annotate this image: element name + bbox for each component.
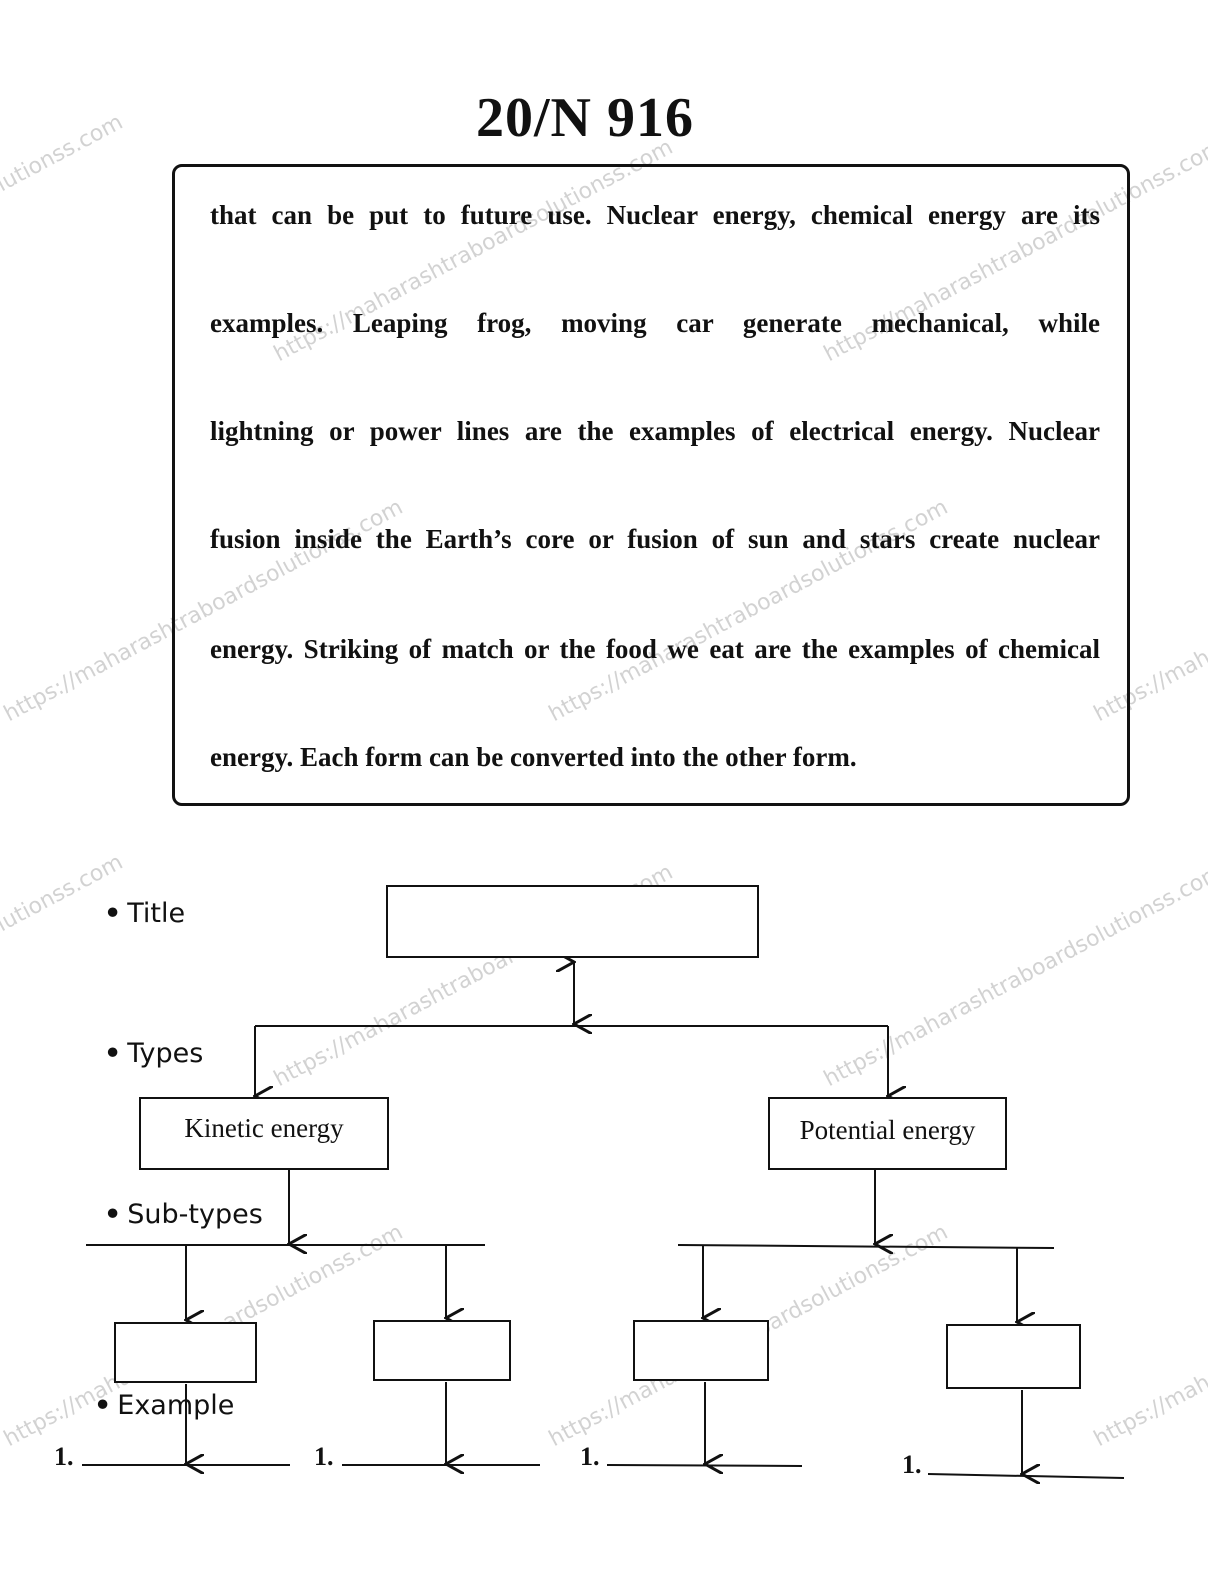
example-label-text: Example [117, 1390, 235, 1421]
kinetic-subtype-1-answer-box[interactable] [114, 1322, 257, 1383]
example-3-answer-line [606, 1464, 803, 1467]
bullet-icon: • [94, 1390, 112, 1421]
bullet-icon: • [104, 1038, 122, 1069]
passage-line: lightning or power lines are the example… [210, 416, 1100, 446]
potential-energy-box [768, 1097, 1007, 1170]
example-4-answer-line [927, 1473, 1125, 1479]
kinetic-energy-label: Kinetic energy [184, 1113, 344, 1143]
passage-line: energy. Each form can be converted into … [210, 742, 857, 772]
title-label: •Title [104, 898, 185, 929]
types-label: •Types [104, 1038, 203, 1069]
example-1-number: 1. [54, 1442, 74, 1471]
page-title: 20/N 916 [476, 87, 694, 149]
passage-box [172, 164, 1130, 806]
bullet-icon: • [104, 1199, 122, 1230]
subtypes-label-text: Sub-types [127, 1199, 263, 1230]
passage-line: energy. Striking of match or the food we… [210, 634, 1100, 664]
passage-line: that can be put to future use. Nuclear e… [210, 200, 1100, 230]
example-3-number: 1. [580, 1442, 600, 1471]
kinetic-energy-box [139, 1097, 389, 1170]
example-label: •Example [94, 1390, 234, 1421]
passage-line: fusion inside the Earth’s core or fusion… [210, 524, 1100, 554]
potential-subtype-1-answer-box[interactable] [633, 1320, 769, 1381]
subtypes-label: •Sub-types [104, 1199, 263, 1230]
bullet-icon: • [104, 898, 122, 929]
passage-line: examples. Leaping frog, moving car gener… [210, 308, 1100, 338]
potential-subtype-branch [677, 1244, 1055, 1249]
title-label-text: Title [127, 898, 186, 929]
types-label-text: Types [127, 1038, 204, 1069]
example-4-number: 1. [902, 1450, 922, 1479]
kinetic-subtype-2-answer-box[interactable] [373, 1320, 511, 1381]
potential-energy-label: Potential energy [799, 1115, 976, 1145]
example-2-number: 1. [314, 1442, 334, 1471]
potential-subtype-2-answer-box[interactable] [946, 1324, 1081, 1389]
title-answer-box[interactable] [386, 885, 759, 958]
